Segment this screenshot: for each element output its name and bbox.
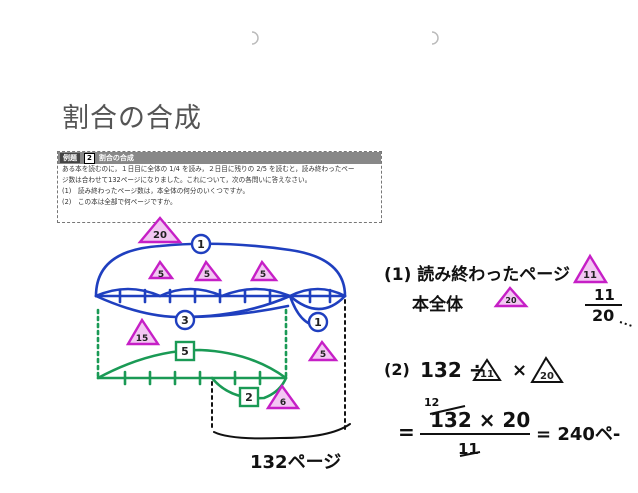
tri-bottom-label: 6: [280, 398, 286, 408]
a2-tri1-label: 11: [480, 369, 494, 380]
circle-mark-icon: [190, 233, 212, 255]
tri-right-label: 5: [320, 350, 326, 360]
a2-denominator: 11: [458, 440, 479, 458]
a1-second-tri-label: 20: [505, 296, 517, 305]
blue-circle-marks: [174, 233, 329, 333]
tri-a-label: 5: [158, 270, 164, 280]
problem-header: 例題 2 割合の合成: [58, 152, 381, 164]
a2-numerator: 132 × 20: [430, 408, 531, 432]
square-mark-icon: [174, 340, 196, 362]
punch-hole-left-icon: [251, 31, 259, 45]
a1-tri-label: 11: [583, 270, 597, 281]
bracket-label: 132ページ: [250, 452, 341, 473]
answer-triangle-icon: [493, 286, 529, 308]
example-tag: 例題: [60, 153, 80, 163]
tri-c-label: 5: [260, 270, 266, 280]
answer-triangle-icon: [572, 253, 609, 284]
triangle-mark-icon: [307, 339, 339, 362]
question-2: (2) この本は全部で何ページですか。: [62, 198, 177, 206]
green-tape-diagram: [96, 308, 288, 400]
a2-label: (2): [384, 360, 410, 379]
problem-heading: 割合の合成: [98, 154, 134, 162]
triangle-mark-icon: [147, 259, 175, 280]
a1-numerator: 11: [594, 286, 615, 304]
square-bottom-label: 2: [245, 391, 253, 404]
problem-line-1: ある本を読むのに，１日目に全体の 1/4 を読み，２日目に残りの 2/5 を読む…: [62, 165, 355, 173]
a2-equals: =: [398, 420, 415, 444]
a1-label: (1) 読み終わったページ: [384, 265, 570, 285]
circle-mark-icon: [307, 311, 329, 333]
problem-box: 例題 2 割合の合成 ある本を読むのに，１日目に全体の 1/4 を読み，２日目に…: [57, 151, 382, 223]
tri-left-label: 15: [136, 334, 149, 344]
black-bracket: [211, 299, 351, 440]
page-title: 割合の合成: [62, 103, 202, 134]
triangle-mark-icon: [125, 317, 161, 346]
a2-small: 12: [424, 396, 440, 409]
circle-mark-icon: [174, 309, 196, 331]
magenta-marks: [125, 216, 339, 410]
answer-triangle-icon: [472, 358, 502, 381]
a1-denominator: 20: [592, 306, 615, 325]
blue-tape-diagram: [94, 242, 347, 328]
example-number: 2: [84, 152, 95, 164]
triangle-mark-icon: [265, 383, 301, 410]
triangle-mark-icon: [249, 259, 279, 282]
top-triangle-label: 20: [153, 230, 167, 241]
top-circle-label: 1: [197, 238, 205, 251]
circle-right-label: 1: [314, 316, 322, 329]
square-mark-icon: [238, 386, 260, 408]
a2-result: = 240ペ-: [536, 424, 621, 445]
problem-line-2: ジ数は合わせて132ページになりました。これについて，次の各問いに答えなさい。: [62, 176, 312, 184]
square-mid-label: 5: [181, 345, 189, 358]
green-square-marks: [174, 340, 260, 408]
punch-hole-right-icon: [431, 31, 439, 45]
question-1: (1) 読み終わったページ数は，本全体の何分のいくつですか。: [62, 187, 250, 195]
a2-times: ×: [512, 360, 528, 381]
triangle-mark-icon: [137, 216, 183, 244]
tri-b-label: 5: [204, 270, 210, 280]
circle-mid-label: 3: [181, 314, 189, 327]
a2-tri2-label: 20: [540, 371, 554, 382]
answer-triangle-icon: [530, 356, 564, 383]
a2-expression: 132 ÷: [420, 358, 486, 382]
a1-second: 本全体: [412, 295, 463, 315]
triangle-mark-icon: [193, 259, 223, 282]
